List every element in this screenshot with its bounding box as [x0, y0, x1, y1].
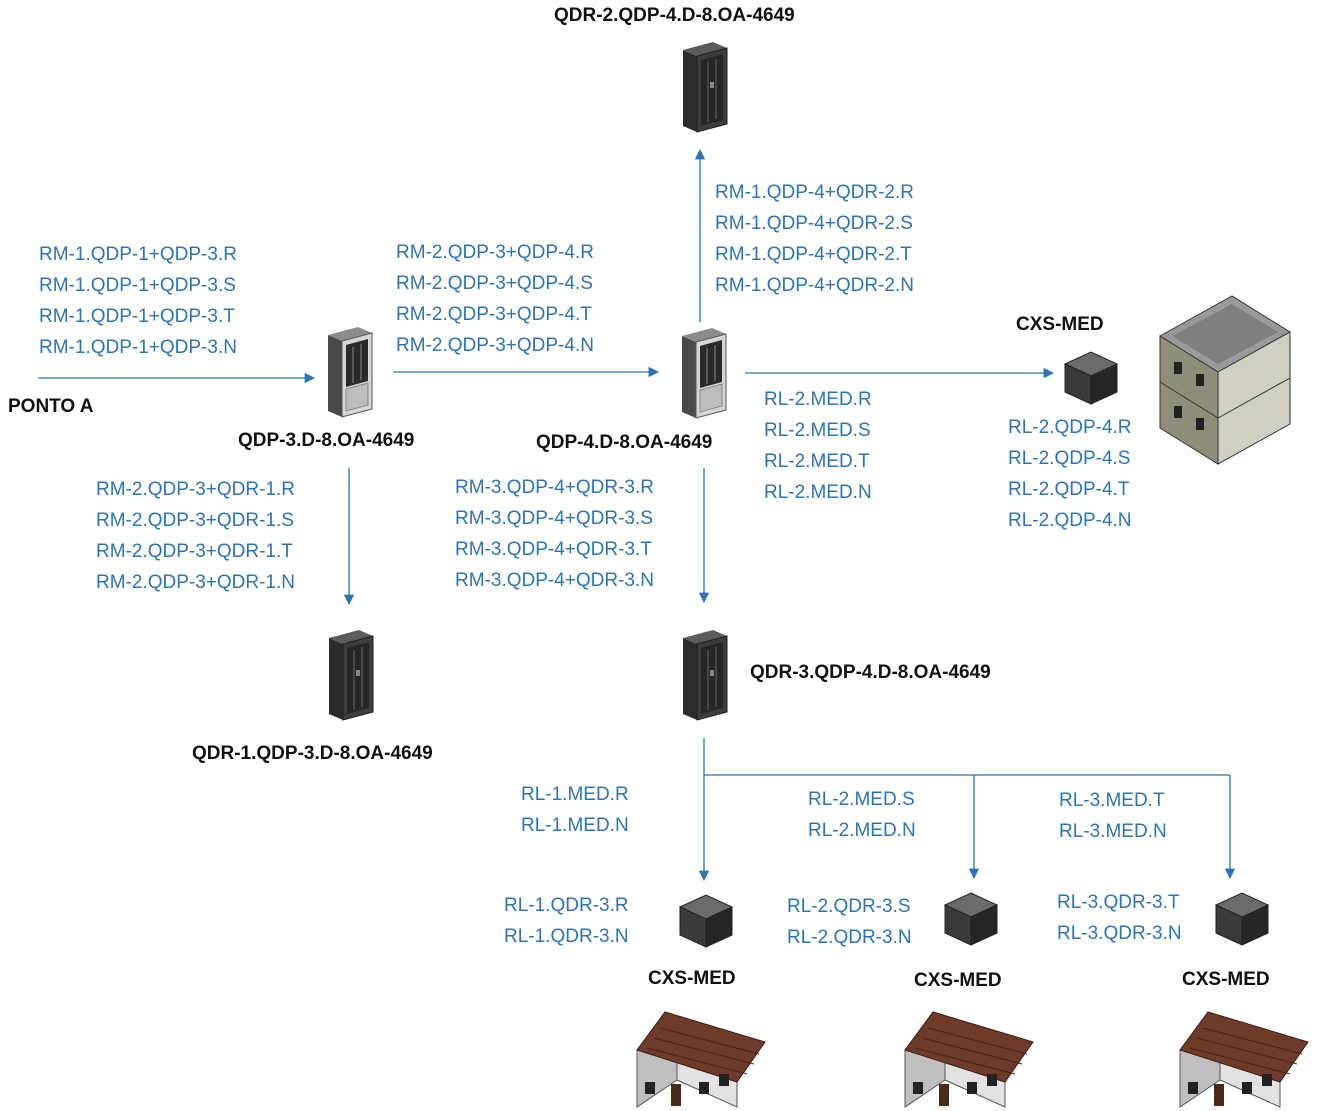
cable-label: RM-2.QDP-3+QDP-4.T: [396, 304, 592, 325]
building-icon: [1159, 295, 1291, 465]
house-icon: [904, 1011, 1034, 1108]
title-qdp4: QDP-4.D-8.OA-4649: [536, 432, 713, 453]
house-icon: [636, 1011, 766, 1108]
title-cxs-med-main: CXS-MED: [1016, 314, 1104, 335]
cable-label: RL-3.MED.N: [1059, 821, 1167, 842]
cable-group-rm2-qdp3-qdp4: RM-2.QDP-3+QDP-4.R RM-2.QDP-3+QDP-4.S RM…: [396, 237, 594, 361]
cable-group-rl3-med: RL-3.MED.T RL-3.MED.N: [1059, 785, 1167, 847]
cable-label: RL-2.MED.S: [808, 789, 915, 810]
cable-group-rl2-med-sn: RL-2.MED.S RL-2.MED.N: [808, 784, 916, 846]
meter-box-icon: [944, 892, 998, 946]
title-cxs-med-3: CXS-MED: [1182, 969, 1270, 990]
title-cxs-med-1: CXS-MED: [648, 968, 736, 989]
panel-qdp4-icon: [681, 327, 727, 419]
cable-label: RM-3.QDP-4+QDR-3.R: [455, 477, 654, 498]
cable-label: RL-2.MED.N: [808, 820, 916, 841]
title-cxs-med-2: CXS-MED: [914, 970, 1002, 991]
cable-group-rm1-qdp4-qdr2: RM-1.QDP-4+QDR-2.R RM-1.QDP-4+QDR-2.S RM…: [715, 177, 914, 301]
cable-label: RL-1.QDR-3.R: [504, 895, 629, 916]
cable-group-rm2-qdp3-qdr1: RM-2.QDP-3+QDR-1.R RM-2.QDP-3+QDR-1.S RM…: [96, 474, 295, 598]
house-icon: [1179, 1011, 1309, 1108]
cable-label: RL-1.MED.R: [521, 784, 629, 805]
meter-box-icon: [679, 894, 733, 948]
cable-label: RL-2.QDR-3.S: [787, 896, 911, 917]
cable-label: RL-2.QDP-4.T: [1008, 479, 1130, 500]
cable-label: RL-1.MED.N: [521, 815, 629, 836]
cable-label: RL-2.QDP-4.S: [1008, 448, 1131, 469]
cable-label: RM-3.QDP-4+QDR-3.S: [455, 508, 653, 529]
cable-label: RL-2.QDP-4.N: [1008, 510, 1132, 531]
cable-label: RM-2.QDP-3+QDP-4.N: [396, 335, 594, 356]
cable-label: RM-3.QDP-4+QDR-3.T: [455, 539, 652, 560]
title-qdr2: QDR-2.QDP-4.D-8.OA-4649: [554, 5, 795, 26]
panel-qdr1-icon: [328, 629, 374, 721]
panel-qdr2-icon: [682, 41, 728, 133]
cable-label: RM-2.QDP-3+QDR-1.R: [96, 479, 295, 500]
cable-label: RM-1.QDP-1+QDP-3.T: [39, 306, 235, 327]
cable-label: RL-3.MED.T: [1059, 790, 1165, 811]
cable-group-rl2-med: RL-2.MED.R RL-2.MED.S RL-2.MED.T RL-2.ME…: [764, 384, 872, 508]
cable-label: RM-1.QDP-1+QDP-3.R: [39, 244, 237, 265]
cable-label: RL-2.QDR-3.N: [787, 927, 912, 948]
cable-label: RL-3.QDR-3.T: [1057, 892, 1180, 913]
cable-label: RL-2.MED.N: [764, 482, 872, 503]
cable-label: RM-3.QDP-4+QDR-3.N: [455, 570, 654, 591]
panel-qdr3-icon: [682, 629, 728, 721]
cable-label: RM-2.QDP-3+QDP-4.R: [396, 242, 594, 263]
cable-label: RM-1.QDP-1+QDP-3.N: [39, 337, 237, 358]
cable-label: RM-2.QDP-3+QDR-1.T: [96, 541, 293, 562]
cable-label: RL-2.QDP-4.R: [1008, 417, 1132, 438]
cable-label: RM-1.QDP-4+QDR-2.S: [715, 213, 913, 234]
meter-box-icon: [1215, 892, 1269, 946]
title-qdp3: QDP-3.D-8.OA-4649: [238, 430, 415, 451]
cable-label: RM-2.QDP-3+QDP-4.S: [396, 273, 593, 294]
cable-label: RM-2.QDP-3+QDR-1.N: [96, 572, 295, 593]
cable-group-rm3-qdp4-qdr3: RM-3.QDP-4+QDR-3.R RM-3.QDP-4+QDR-3.S RM…: [455, 472, 654, 596]
title-qdr1: QDR-1.QDP-3.D-8.OA-4649: [192, 743, 433, 764]
cable-label: RL-3.QDR-3.N: [1057, 923, 1182, 944]
cable-group-rl3-qdr3: RL-3.QDR-3.T RL-3.QDR-3.N: [1057, 887, 1182, 949]
cable-label: RL-2.MED.R: [764, 389, 872, 410]
cable-label: RM-2.QDP-3+QDR-1.S: [96, 510, 294, 531]
cable-label: RL-1.QDR-3.N: [504, 926, 629, 947]
cable-label: RM-1.QDP-4+QDR-2.N: [715, 275, 914, 296]
cable-label: RM-1.QDP-1+QDP-3.S: [39, 275, 236, 296]
title-qdr3: QDR-3.QDP-4.D-8.OA-4649: [750, 662, 991, 683]
cable-group-rm1-qdp1-qdp3: RM-1.QDP-1+QDP-3.R RM-1.QDP-1+QDP-3.S RM…: [39, 239, 237, 363]
cable-label: RL-2.MED.S: [764, 420, 871, 441]
meter-box-icon: [1064, 351, 1118, 405]
cable-label: RL-2.MED.T: [764, 451, 870, 472]
cable-group-rl1-med: RL-1.MED.R RL-1.MED.N: [521, 779, 629, 841]
cable-label: RM-1.QDP-4+QDR-2.R: [715, 182, 914, 203]
cable-group-rl2-qdr3: RL-2.QDR-3.S RL-2.QDR-3.N: [787, 891, 912, 953]
cable-label: RM-1.QDP-4+QDR-2.T: [715, 244, 912, 265]
title-ponto-a: PONTO A: [8, 396, 94, 417]
cable-group-rl1-qdr3: RL-1.QDR-3.R RL-1.QDR-3.N: [504, 890, 629, 952]
cable-group-rl2-qdp4: RL-2.QDP-4.R RL-2.QDP-4.S RL-2.QDP-4.T R…: [1008, 412, 1132, 536]
panel-qdp3-icon: [327, 326, 373, 418]
